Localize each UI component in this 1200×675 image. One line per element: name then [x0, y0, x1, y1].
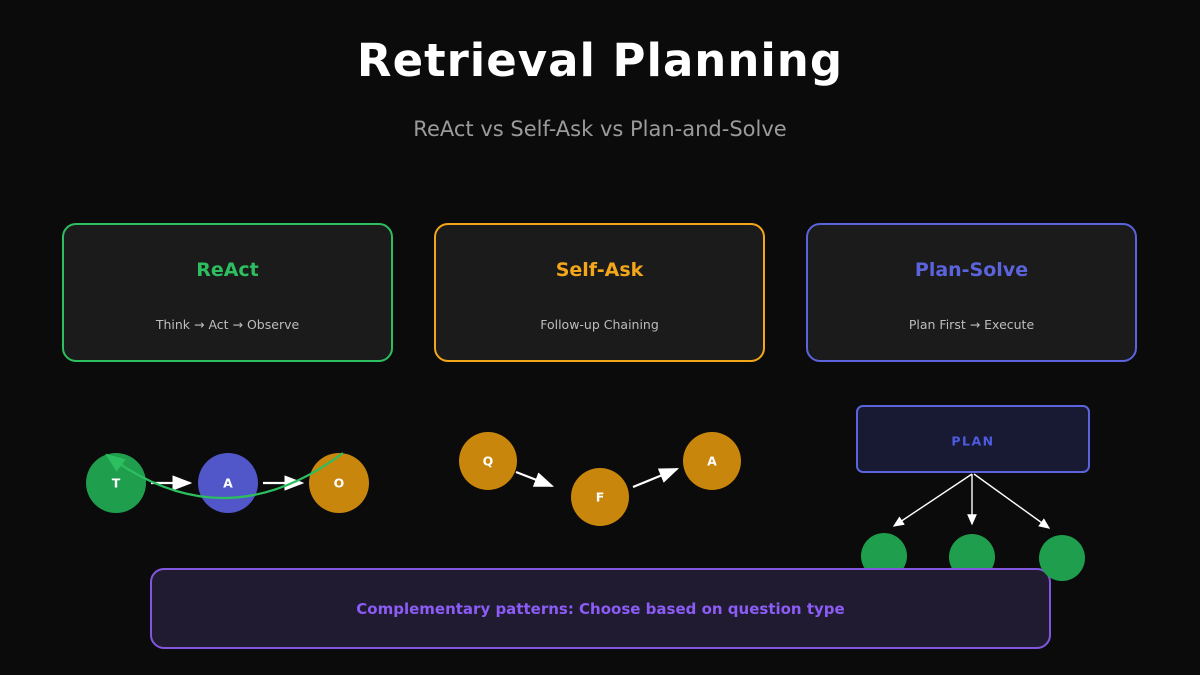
plan-box: [856, 405, 1090, 473]
selfask-node-answer: [683, 432, 741, 490]
card-plansolve-subtitle: Plan First → Execute: [908, 317, 1035, 332]
card-react-title: ReAct: [196, 259, 259, 281]
card-selfask-subtitle: Follow-up Chaining: [540, 317, 659, 332]
summary-banner-text: Complementary patterns: Choose based on …: [356, 599, 845, 618]
summary-banner: Complementary patterns: Choose based on …: [150, 568, 1051, 649]
react-feedback-loop-arrow: [105, 452, 344, 500]
selfask-node-followup-label: F: [596, 490, 605, 505]
plansolve-diagram: PLAN: [856, 405, 1090, 580]
react-node-observe-label: O: [334, 476, 345, 491]
selfask-node-followup: [571, 468, 629, 526]
plan-arrow-step3: [973, 473, 1051, 529]
react-diagram: T A O: [86, 452, 369, 513]
card-react-subtitle: Think → Act → Observe: [155, 317, 300, 332]
card-plansolve: Plan-Solve Plan First → Execute: [806, 223, 1137, 362]
selfask-diagram: Q F A: [459, 432, 741, 526]
card-selfask: Self-Ask Follow-up Chaining: [434, 223, 765, 362]
plan-step3-node: [1039, 535, 1085, 581]
page-subtitle: ReAct vs Self-Ask vs Plan-and-Solve: [413, 117, 787, 141]
plan-box-label: PLAN: [951, 434, 994, 449]
selfask-arrow-f-a: [632, 467, 680, 489]
selfask-node-question: [459, 432, 517, 490]
page-title: Retrieval Planning: [356, 34, 844, 87]
card-plansolve-title: Plan-Solve: [914, 259, 1029, 281]
selfask-node-answer-label: A: [707, 454, 717, 469]
selfask-node-question-label: Q: [483, 454, 494, 469]
react-node-act-label: A: [223, 476, 233, 491]
react-node-think-label: T: [112, 476, 121, 491]
plan-step1-node: [861, 533, 907, 579]
card-react: ReAct Think → Act → Observe: [62, 223, 393, 362]
card-selfask-title: Self-Ask: [555, 259, 644, 281]
react-node-think: [86, 453, 146, 513]
plan-arrow-step1: [892, 473, 973, 527]
react-node-observe: [309, 453, 369, 513]
selfask-arrow-q-f: [515, 470, 555, 488]
